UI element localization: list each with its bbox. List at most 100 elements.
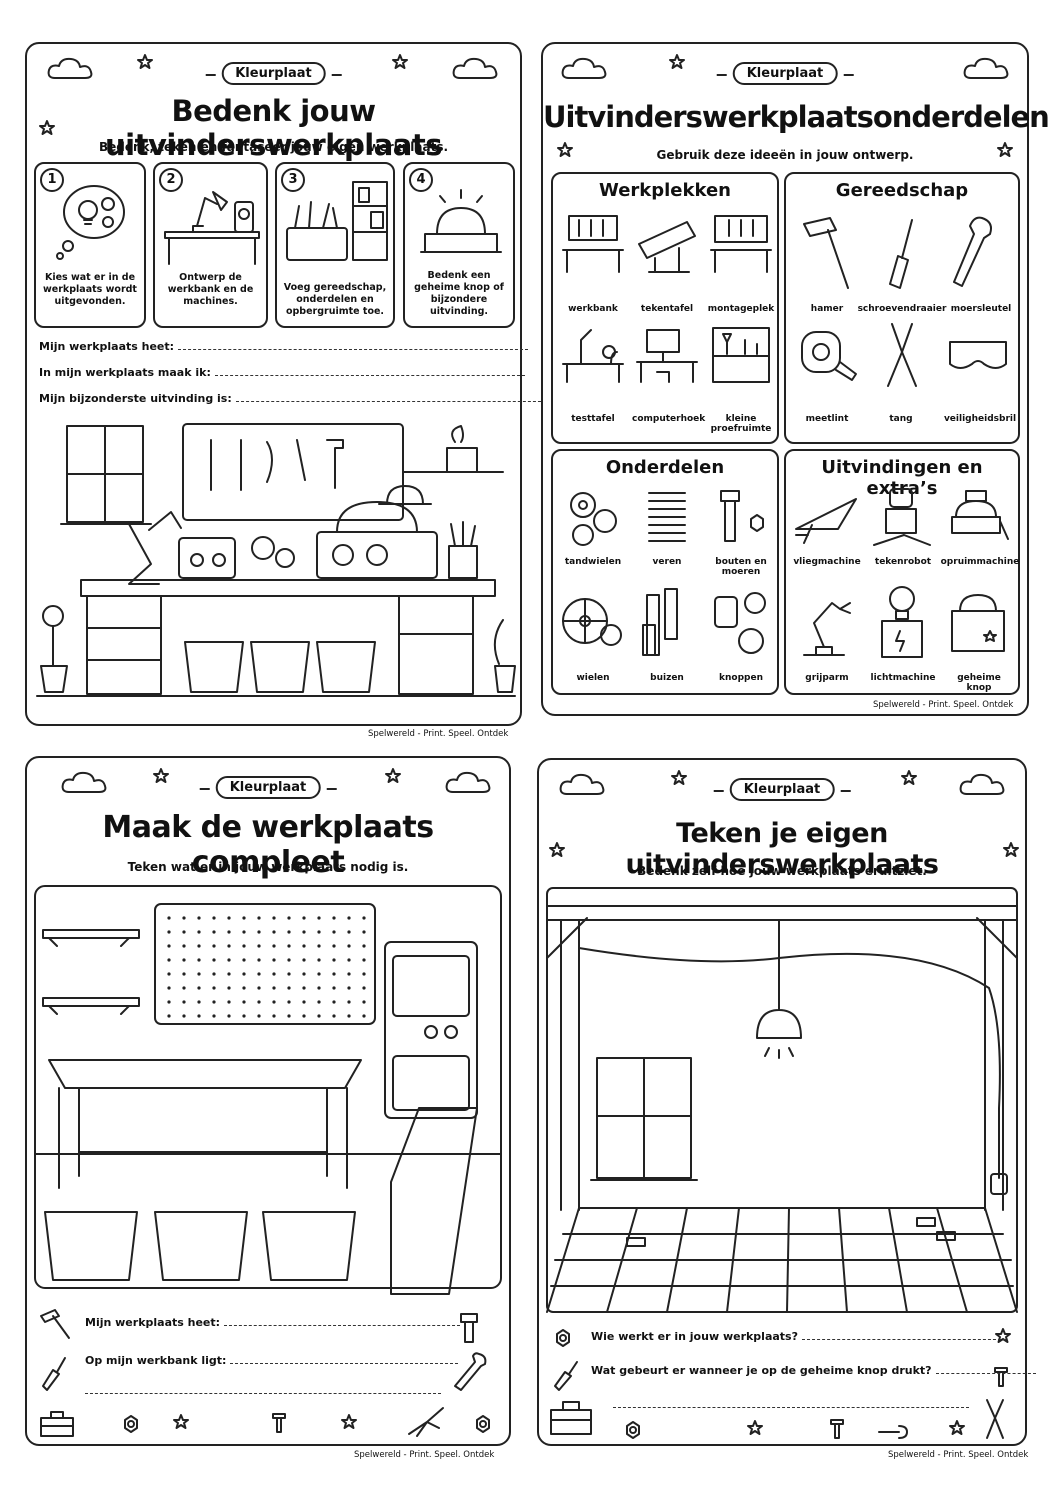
answer-line-2[interactable]: Wat gebeurt er wanneer je op de geheime … — [591, 1364, 1036, 1377]
page-1: Kleurplaat Bedenk jouw uitvinderswerkpla… — [25, 42, 546, 726]
answer-line-1[interactable]: Mijn werkplaats heet: — [39, 340, 529, 353]
star-icon — [669, 54, 685, 69]
bolts-nuts-icon — [720, 490, 764, 542]
page-3: Kleurplaat Maak de werkplaats compleet T… — [25, 756, 511, 1446]
star-icon — [557, 142, 573, 157]
item-label: tekenrobot — [874, 557, 932, 567]
flying-machine-icon — [795, 498, 857, 544]
item-label: opruimmachine — [940, 557, 1020, 567]
star-icon — [997, 142, 1013, 157]
item-label: hamer — [810, 304, 844, 314]
screwdriver-icon — [889, 219, 913, 289]
answer-label: Op mijn werkbank ligt: — [85, 1354, 227, 1367]
answer-line-1[interactable]: Wie werkt er in jouw werkplaats? — [591, 1330, 1006, 1343]
answer-line-2[interactable]: In mijn werkplaats maak ik: — [39, 366, 525, 379]
star-icon — [1003, 842, 1019, 857]
step-card-2: 2 Ontwerp de werkbank en de machines. — [153, 162, 268, 328]
star-icon — [153, 768, 169, 783]
screw-icon — [994, 1367, 1008, 1387]
wrench-icon — [878, 1425, 908, 1439]
screw-icon — [272, 1413, 286, 1433]
star-icon — [901, 770, 917, 785]
answer-label: In mijn werkplaats maak ik: — [39, 366, 211, 379]
desk-lamp-icon — [164, 191, 260, 265]
step-text: Ontwerp de werkbank en de machines. — [167, 272, 254, 307]
page-title: Teken je eigen uitvinderswerkplaats — [625, 818, 939, 880]
page-subtitle: Bedenk, teken en fantaseer jouw eigen we… — [98, 140, 449, 154]
workbench-icon — [562, 215, 624, 273]
star-icon — [747, 1420, 763, 1435]
secret-button-icon — [951, 594, 1005, 652]
star-icon — [949, 1420, 965, 1435]
secret-button-icon — [420, 189, 502, 253]
step-text: Voeg gereedschap, onderdelen en opbergru… — [283, 282, 387, 317]
category-parts: Onderdelen tandwielen veren bouten en mo… — [551, 449, 779, 695]
item-label: meetlint — [805, 414, 849, 424]
wrench-icon — [953, 216, 992, 287]
footer-credit: Spelwereld - Print. Speel. Ontdek — [873, 700, 1014, 710]
coloring-page-badge: Kleurplaat — [205, 62, 342, 85]
screwdriver-icon — [42, 1357, 66, 1391]
step-card-1: 1 Kies wat er in de werkplaats wordt uit… — [34, 162, 146, 328]
step-number: 4 — [409, 168, 433, 192]
star-icon — [173, 1414, 189, 1429]
test-table-icon — [562, 329, 624, 383]
workshop-scene-illustration — [36, 423, 516, 697]
coloring-page-badge: Kleurplaat — [199, 776, 336, 799]
answer-label: Wat gebeurt er wanneer je op de geheime … — [591, 1364, 932, 1377]
cloud-icon — [452, 57, 498, 79]
category-title: Onderdelen — [605, 457, 725, 478]
pliers-icon — [408, 1407, 444, 1437]
toolbox-shelf-icon — [286, 181, 388, 261]
cloud-icon — [445, 771, 491, 793]
star-icon — [341, 1414, 357, 1429]
step-number: 1 — [40, 168, 64, 192]
page-title: Maak de werkplaats compleet — [102, 810, 434, 880]
nut-icon — [626, 1421, 640, 1439]
star-icon — [392, 54, 408, 69]
pipes-icon — [642, 588, 678, 656]
item-label: bouten en moeren — [715, 557, 767, 577]
answer-label: Mijn bijzonderste uitvinding is: — [39, 392, 232, 405]
cleaning-machine-icon — [951, 490, 1009, 540]
item-label: knoppen — [719, 673, 763, 683]
star-icon — [385, 768, 401, 783]
assembly-station-icon — [710, 215, 772, 273]
step-number: 2 — [159, 168, 183, 192]
category-tools: Gereedschap hamer schroevendraaier moers… — [784, 172, 1020, 444]
cloud-icon — [561, 57, 607, 79]
item-label: veiligheidsbril — [943, 414, 1017, 424]
page-subtitle: Gebruik deze ideeën in jouw ontwerp. — [656, 148, 914, 162]
item-label: buizen — [650, 673, 684, 683]
hammer-icon — [803, 217, 849, 289]
step-card-3: 3 Voeg gereedschap, onderdelen en opberg… — [275, 162, 395, 328]
answer-line-3[interactable] — [613, 1398, 969, 1411]
cloud-icon — [963, 57, 1009, 79]
nut-icon — [556, 1329, 570, 1347]
robot-arm-icon — [803, 602, 851, 656]
item-label: werkbank — [568, 304, 618, 314]
workshop-outline-illustration — [34, 885, 502, 1295]
page-title: Bedenk jouw uitvinderswerkplaats — [105, 94, 442, 162]
answer-line-3[interactable]: Mijn bijzonderste uitvinding is: — [39, 392, 546, 405]
pliers-icon — [887, 323, 917, 387]
springs-icon — [648, 492, 686, 542]
item-label: geheime knop — [957, 673, 1001, 693]
hammer-icon — [40, 1309, 70, 1339]
answer-label: Mijn werkplaats heet: — [85, 1316, 221, 1329]
answer-line-3[interactable] — [85, 1384, 441, 1397]
answer-line-1[interactable]: Mijn werkplaats heet: — [85, 1316, 461, 1329]
category-title: Werkplekken — [598, 180, 731, 201]
item-label: moersleutel — [950, 304, 1012, 314]
item-label: schroevendraaier — [857, 304, 947, 314]
small-lab-icon — [712, 327, 770, 383]
star-icon — [39, 120, 55, 135]
item-label: tandwielen — [564, 557, 622, 567]
step-text: Kies wat er in de werkplaats wordt uitge… — [43, 272, 137, 307]
screw-icon — [830, 1419, 844, 1439]
page-title: Uitvinderswerkplaatsonderdelen — [543, 100, 1050, 134]
answer-line-2[interactable]: Op mijn werkbank ligt: — [85, 1354, 459, 1367]
toolbox-icon — [550, 1401, 592, 1435]
cloud-icon — [559, 773, 605, 795]
screwdriver-icon — [554, 1361, 578, 1391]
